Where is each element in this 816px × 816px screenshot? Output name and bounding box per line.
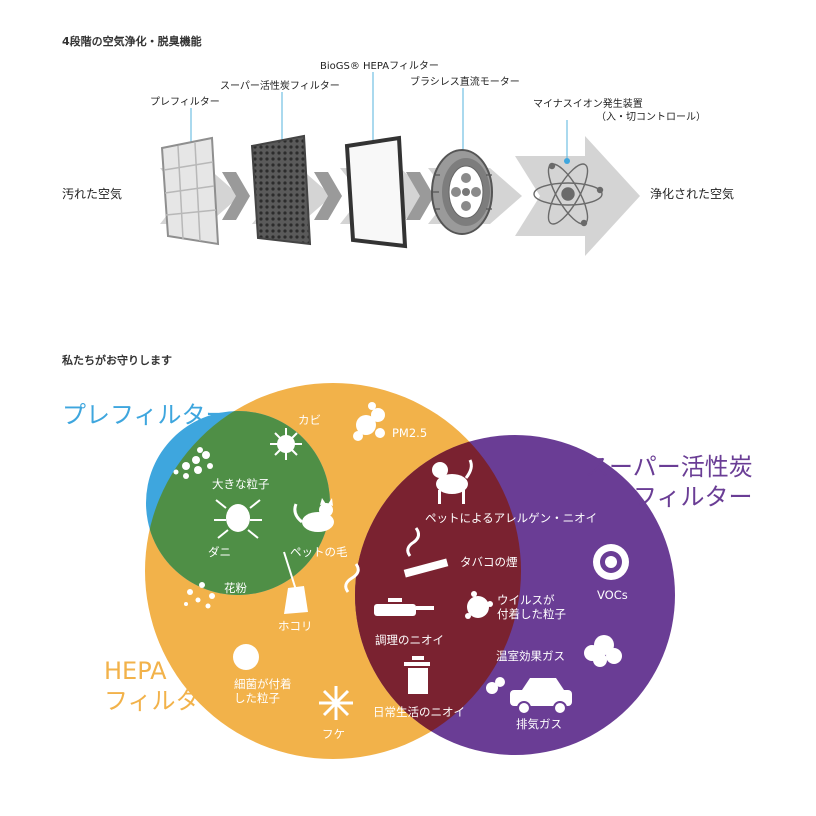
label-dandruff: フケ (322, 727, 345, 741)
pollen-icon (184, 582, 215, 609)
pre-filter-icon (160, 136, 220, 246)
label-pollen: 花粉 (224, 581, 247, 595)
carbon-filter-icon (250, 134, 312, 246)
label-dust: ホコリ (278, 619, 313, 633)
mold-icon (270, 428, 302, 460)
dirty-air-label: 汚れた空気 (62, 187, 123, 201)
trash-can-icon (404, 656, 430, 694)
ion-generator-icon (533, 162, 604, 227)
pre-filter-circle-label: プレフィルター (62, 401, 230, 429)
stage-label-ion-generator: マイナスイオン発生装置 (533, 99, 643, 110)
hepa-circle-label-line2: フィルター (104, 687, 224, 715)
carbon-circle-label-line1: スーパー活性炭 (585, 453, 753, 481)
label-dust-mite: ダニ (208, 545, 231, 559)
large-particles-icon (173, 447, 213, 479)
cooking-pan-icon (374, 598, 434, 616)
stage-label-hepa-filter: BioGS® HEPAフィルター (320, 61, 439, 72)
dog-icon (432, 459, 473, 504)
label-greenhouse-gas: 温室効果ガス (496, 649, 565, 663)
carbon-circle-label-line2: フィルター (633, 483, 753, 511)
cat-icon (293, 498, 334, 532)
broom-icon (283, 551, 308, 614)
section2-title: 私たちがお守りします (62, 354, 172, 367)
label-pet-hair: ペットの毛 (290, 545, 348, 559)
label-exhaust-gas: 排気ガス (516, 717, 562, 731)
vocs-icon (593, 544, 629, 580)
label-large-particles: 大きな粒子 (212, 477, 270, 491)
exhaust-icon (486, 677, 505, 694)
dandruff-icon (319, 686, 353, 720)
label-tobacco: タバコの煙 (460, 555, 518, 569)
label-pm25: PM2.5 (392, 426, 428, 440)
smell-cloud-icon (344, 563, 360, 593)
cigarette-icon (403, 527, 449, 578)
stage-label-pre-filter: プレフィルター (150, 97, 220, 108)
flow-arrow-5 (515, 136, 640, 256)
hepa-circle-label-line1: HEPA (104, 657, 167, 685)
section1-title: 4段階の空気浄化・脱臭機能 (62, 35, 202, 48)
stage-label-motor: ブラシレス直流モーター (410, 77, 520, 88)
label-vocs: VOCs (597, 588, 628, 602)
label-bacteria-line2: した粒子 (234, 691, 280, 705)
label-virus-line2: 付着した粒子 (497, 607, 566, 621)
label-mold: カビ (298, 413, 321, 427)
pm25-icon (353, 402, 385, 441)
label-cooking-odor: 調理のニオイ (375, 633, 444, 647)
stage-label-ion-generator-sub: （入・切コントロール） (596, 112, 706, 123)
label-pet-odor: ペットによるアレルゲン・ニオイ (425, 511, 598, 525)
pre-hepa-overlap (146, 411, 330, 595)
label-daily-odor: 日常生活のニオイ (373, 705, 465, 719)
label-bacteria-line1: 細菌が付着 (234, 677, 292, 691)
car-icon (510, 678, 572, 715)
stage-label-carbon-filter: スーパー活性炭フィルター (220, 81, 340, 92)
virus-icon (465, 591, 493, 619)
label-virus-line1: ウイルスが (497, 593, 555, 607)
hepa-filter-icon (344, 135, 408, 249)
motor-fan-icon (431, 149, 493, 235)
dust-mite-icon (214, 499, 262, 539)
greenhouse-gas-icon (584, 635, 622, 667)
clean-air-label: 浄化された空気 (650, 187, 735, 201)
bacteria-icon (233, 644, 259, 670)
